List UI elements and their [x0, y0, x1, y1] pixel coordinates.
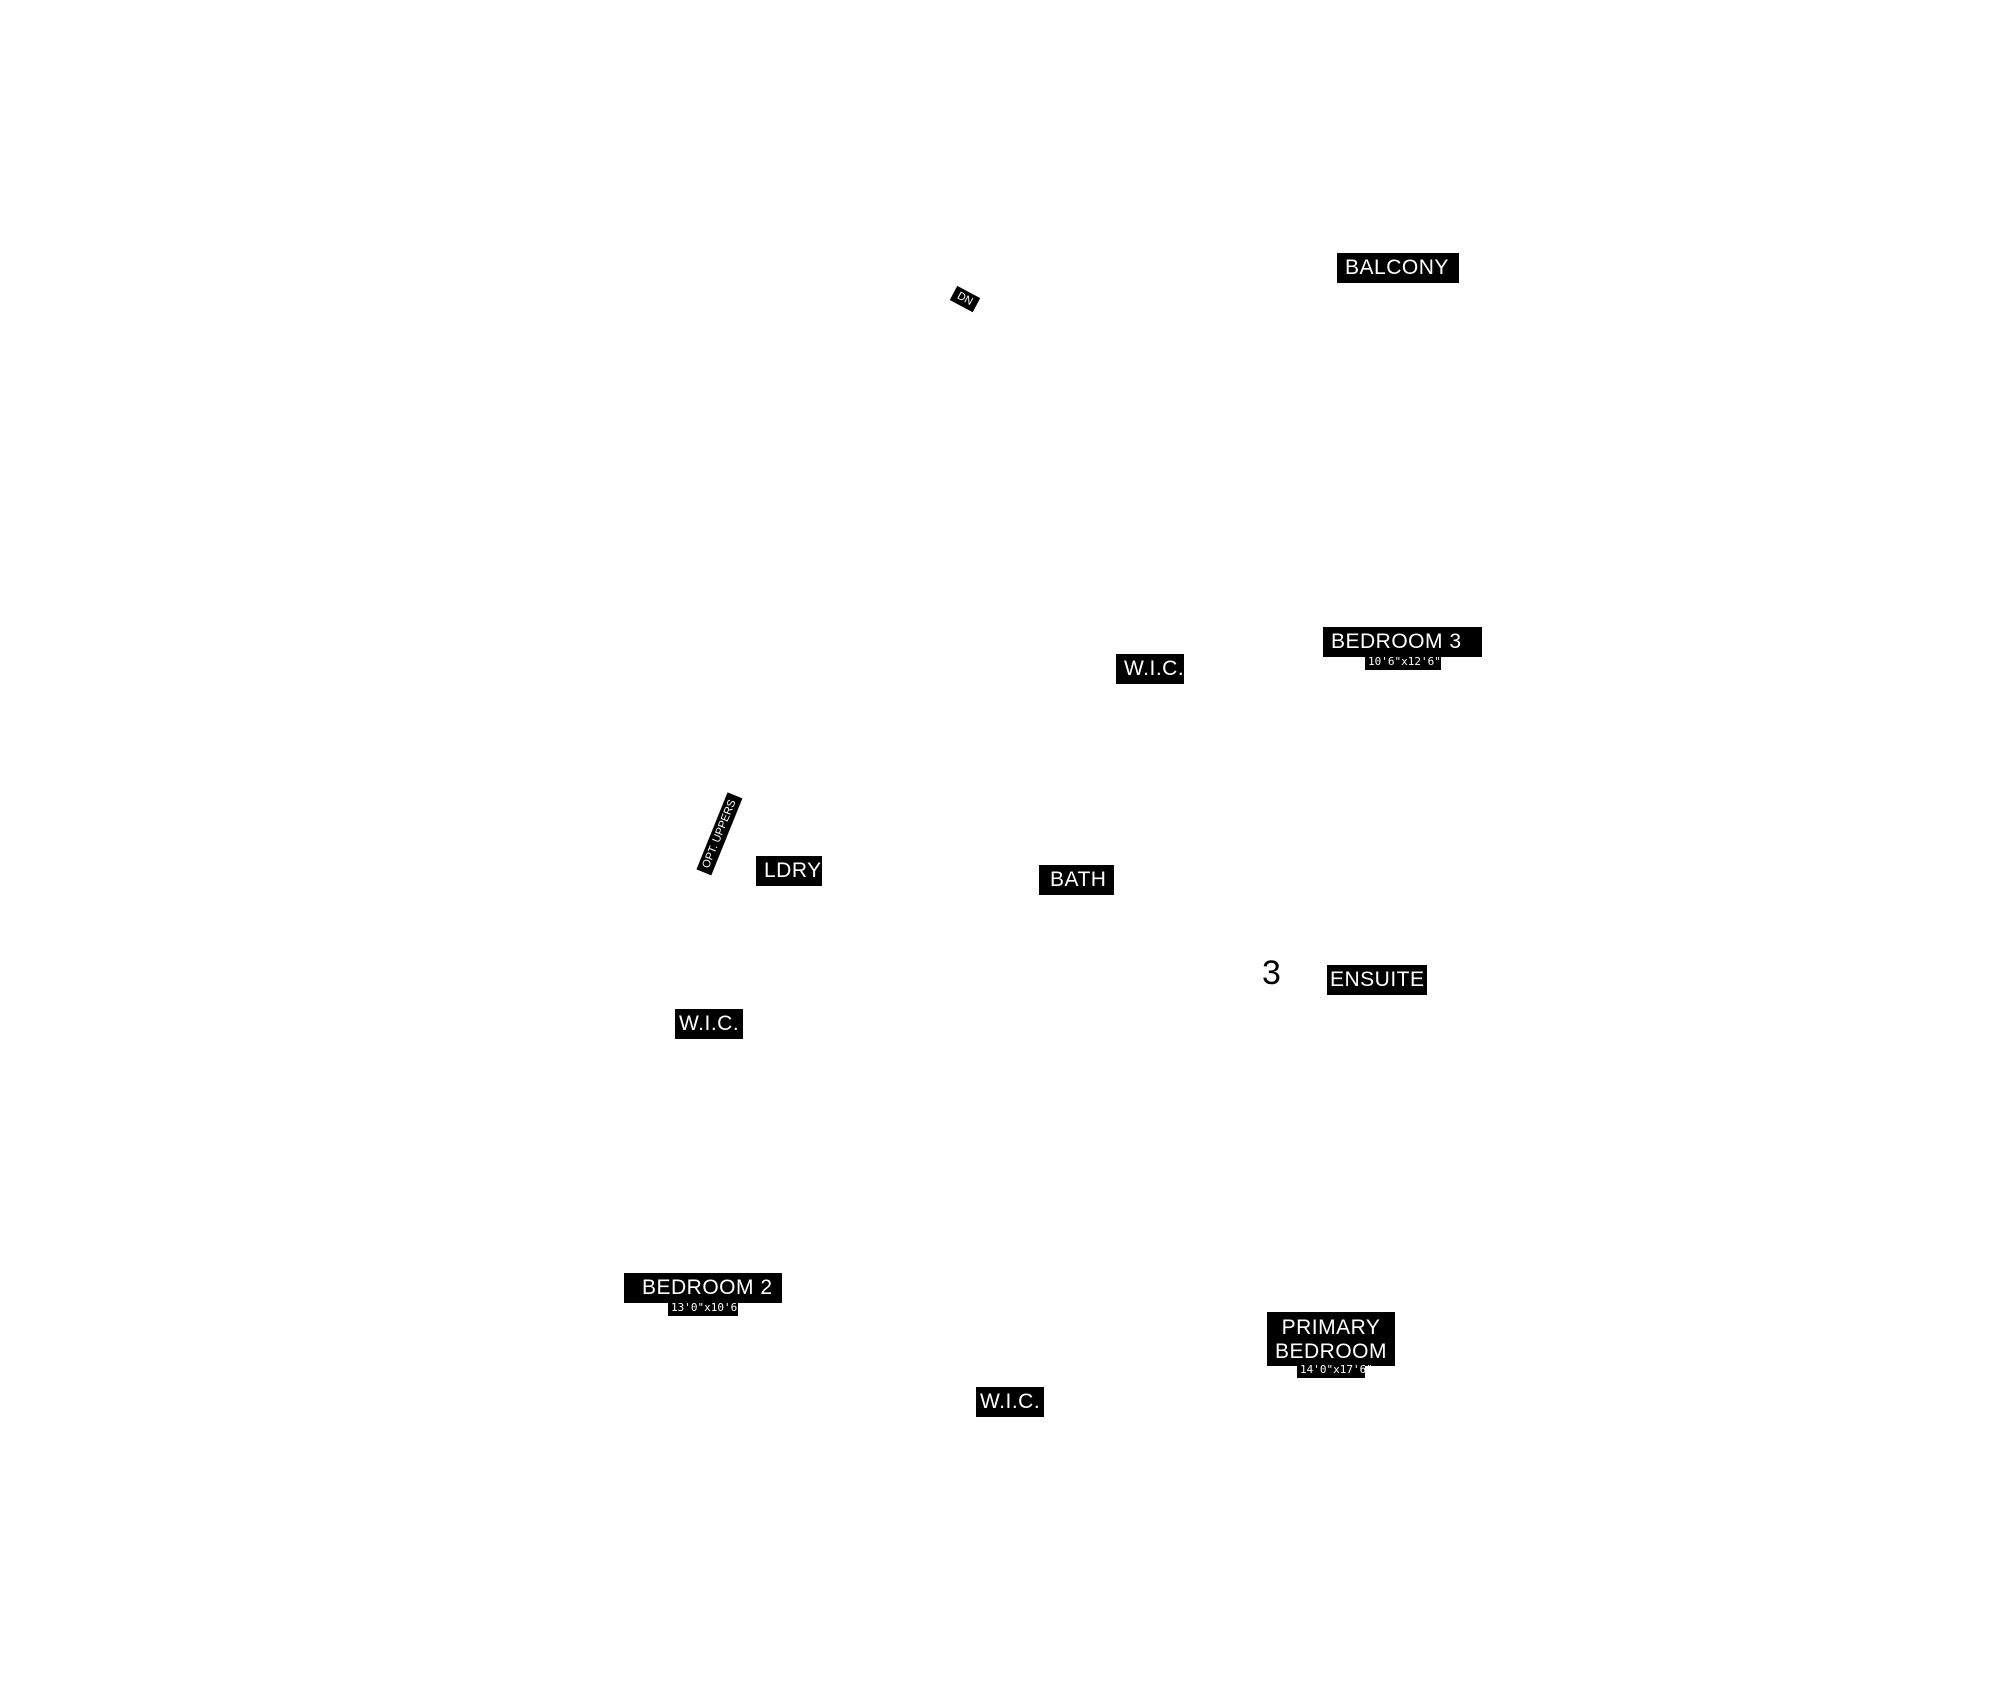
- primary-bedroom-dimensions-text: 14'0"x17'6": [1300, 1363, 1373, 1376]
- primary-bedroom-label-line2: BEDROOM: [1274, 1340, 1387, 1363]
- primary-bedroom-label-line1: PRIMARY: [1281, 1316, 1381, 1339]
- bedroom2-dimensions-text: 13'0"x10'6": [671, 1301, 744, 1314]
- balcony-label-text: BALCONY: [1345, 256, 1449, 279]
- opt-uppers-label: OPT. UPPERS: [696, 792, 743, 876]
- bedroom3-dimensions-text: 10'6"x12'6": [1368, 655, 1441, 668]
- wic-top-label: W.I.C.: [1116, 654, 1184, 684]
- primary-bedroom-dimensions: 14'0"x17'6": [1297, 1362, 1373, 1378]
- bath-label: BATH: [1039, 865, 1114, 895]
- wic-left-label: W.I.C.: [675, 1009, 743, 1039]
- step-number: 3: [1262, 956, 1281, 990]
- bedroom2-label-text: BEDROOM 2: [642, 1276, 773, 1299]
- bedroom3-label: BEDROOM 3: [1323, 627, 1482, 657]
- laundry-label-text: LDRY: [764, 859, 822, 882]
- wic-left-label-text: W.I.C.: [679, 1012, 740, 1035]
- wic-top-label-text: W.I.C.: [1124, 657, 1185, 680]
- stair-down-label: DN: [949, 285, 981, 313]
- opt-uppers-label-text: OPT. UPPERS: [700, 798, 739, 870]
- wic-bottom-label: W.I.C.: [976, 1387, 1044, 1417]
- laundry-label: LDRY: [756, 856, 822, 886]
- bedroom3-label-text: BEDROOM 3: [1331, 630, 1462, 653]
- bath-label-text: BATH: [1050, 868, 1107, 891]
- primary-bedroom-label: PRIMARY BEDROOM: [1267, 1312, 1395, 1366]
- stair-down-label-text: DN: [955, 289, 975, 309]
- ensuite-label-text: ENSUITE: [1330, 968, 1425, 991]
- ensuite-label: ENSUITE: [1327, 965, 1427, 995]
- bedroom2-dimensions: 13'0"x10'6": [668, 1300, 744, 1316]
- wic-bottom-label-text: W.I.C.: [980, 1390, 1041, 1413]
- balcony-label: BALCONY: [1337, 253, 1459, 283]
- bedroom3-dimensions: 10'6"x12'6": [1365, 654, 1441, 670]
- step-number-text: 3: [1262, 954, 1281, 992]
- bedroom2-label: BEDROOM 2: [624, 1273, 782, 1303]
